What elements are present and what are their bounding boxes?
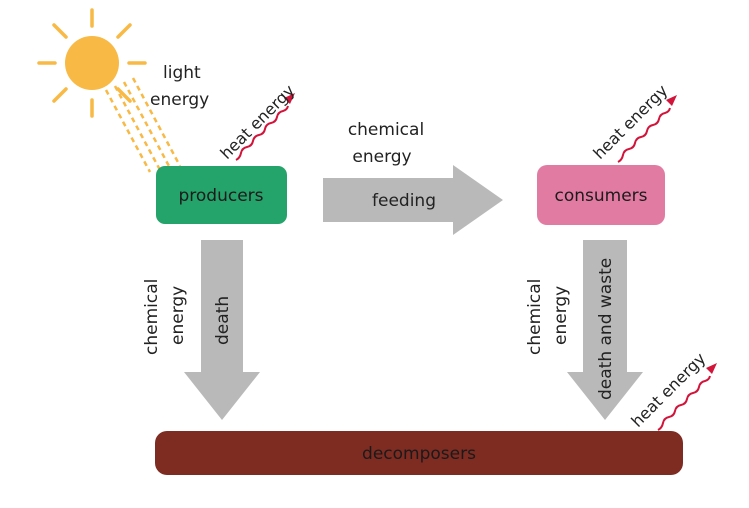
chemical-energy-left-line1: chemical (142, 279, 162, 355)
feeding-arrow (323, 165, 503, 235)
heat-energy-producers-label: heat energy (216, 81, 298, 163)
chemical-energy-top-line2: energy (352, 147, 411, 167)
heat-wave-icon (235, 93, 295, 161)
chemical-energy-right-line2: energy (551, 286, 571, 345)
heat-wave-icon (617, 95, 677, 163)
consumers-label: consumers (554, 186, 647, 206)
death-arrow (184, 240, 260, 420)
light-energy-label-line1: light (163, 63, 201, 83)
chemical-energy-right-line1: chemical (525, 279, 545, 355)
sun-icon (37, 8, 147, 118)
death-label: death (213, 296, 233, 345)
light-energy-label-line2: energy (150, 90, 209, 110)
chemical-energy-left-line2: energy (168, 286, 188, 345)
death-and-waste-arrow (567, 240, 643, 420)
heat-wave-icon (657, 363, 717, 431)
decomposers-node (155, 431, 683, 475)
producers-node (156, 166, 287, 224)
chemical-energy-top-line1: chemical (348, 120, 424, 140)
light-rays (104, 77, 182, 173)
decomposers-label: decomposers (362, 444, 476, 464)
consumers-node (537, 165, 665, 225)
producers-label: producers (178, 186, 263, 206)
death-and-waste-label: death and waste (596, 258, 616, 400)
feeding-label: feeding (372, 191, 436, 211)
